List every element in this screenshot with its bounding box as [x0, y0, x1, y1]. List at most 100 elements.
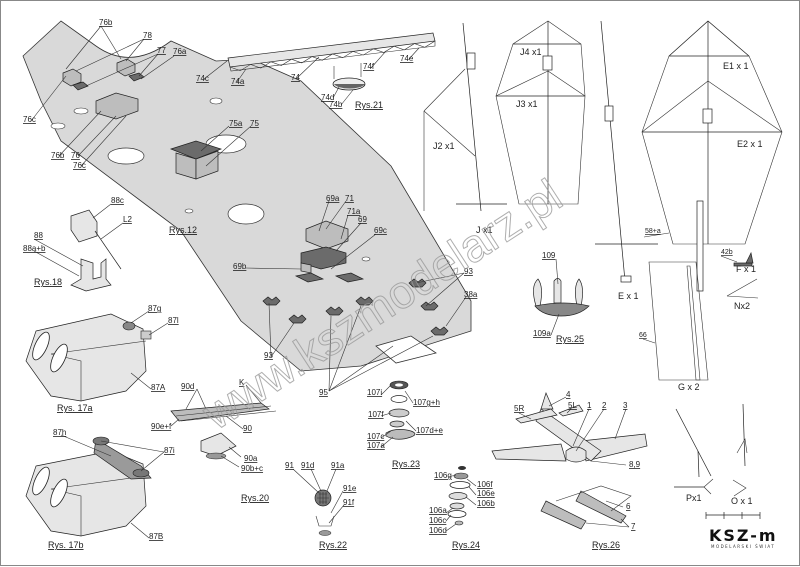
rys23-stack: 107i 107g+h 107f 107d+e 107c 107a Rys.23 — [367, 380, 443, 469]
label-69a: 69a — [326, 194, 340, 203]
sail-e1-e2: E1 x 1 E2 x 1 — [641, 20, 783, 292]
label-90e-f: 90e+f — [151, 422, 172, 431]
label-93-left: 93 — [264, 351, 273, 360]
floatplane-rys26: 4 5R 5L 1 2 3 8,9 6 7 Rys.26 — [491, 390, 648, 550]
label-88a-b: 88a+b — [23, 244, 46, 253]
label-74a-left: 74a — [231, 77, 245, 86]
label-74e: 74e — [400, 54, 414, 63]
bracket-rys18: 88c L2 88 88a+b Rys.18 — [23, 196, 132, 292]
label-4: 4 — [566, 390, 571, 399]
label-J3: J3 x1 — [516, 99, 538, 109]
label-107f: 107f — [368, 410, 384, 419]
label-107c: 107c — [367, 432, 384, 441]
turret-rys17b: 87h 87i 87B Rys. 17b — [25, 428, 175, 550]
label-E2: E2 x 1 — [737, 139, 763, 149]
label-L2: L2 — [123, 215, 132, 224]
label-71: 71 — [345, 194, 354, 203]
label-O: O x 1 — [731, 496, 753, 506]
label-69: 69 — [358, 215, 367, 224]
rys24-stack: 106g 106f 106e 106b 106a 106c 106d Rys.2… — [429, 466, 495, 550]
label-74f: 74f — [363, 62, 375, 71]
label-69c: 69c — [374, 226, 387, 235]
label-90d: 90d — [181, 382, 194, 391]
label-107g-h: 107g+h — [413, 398, 440, 407]
label-74b: 74b — [329, 100, 343, 109]
label-G: G x 2 — [678, 382, 700, 392]
label-75a: 75a — [229, 119, 243, 128]
label-76c-left: 76c — [23, 115, 36, 124]
label-66: 66 — [639, 332, 647, 339]
label-N: Nx2 — [734, 301, 750, 311]
label-95: 95 — [319, 388, 328, 397]
label-J2: J2 x1 — [433, 141, 455, 151]
label-75: 75 — [250, 119, 259, 128]
caption-rys26: Rys.26 — [592, 540, 620, 550]
girder-rys21: 74c 74a 74 74f 74e 74d 74b Rys.21 — [196, 32, 436, 110]
label-76a: 76a — [173, 47, 187, 56]
label-91f: 91f — [343, 498, 355, 507]
label-1: 1 — [587, 401, 592, 410]
label-76: 76 — [71, 151, 80, 160]
label-74: 74 — [291, 73, 300, 82]
label-E1: E1 x 1 — [723, 61, 749, 71]
label-106a: 106a — [429, 506, 447, 515]
label-87l: 87l — [168, 316, 179, 325]
deck-rys12 — [22, 20, 472, 372]
label-P: Px1 — [686, 493, 702, 503]
label-90a: 90a — [244, 454, 258, 463]
label-91e: 91e — [343, 484, 357, 493]
caption-rys17b: Rys. 17b — [48, 540, 84, 550]
label-90: 90 — [243, 424, 252, 433]
sail-j3-j4: J4 x1 J3 x1 — [495, 20, 586, 205]
rys12-labels: 76b 78 77 76a 76c 76b 76 76c 75a 75 Rys.… — [23, 18, 478, 397]
label-106b: 106b — [477, 499, 495, 508]
label-106f: 106f — [477, 480, 493, 489]
anchor-rys25: 109 109a Rys.25 — [533, 251, 590, 344]
label-58a: 58+a — [645, 228, 661, 235]
label-107a: 107a — [367, 441, 385, 450]
label-87B: 87B — [149, 532, 163, 541]
logo-title: KSZ-m — [709, 526, 778, 545]
label-J4: J4 x1 — [520, 47, 542, 57]
girder-truss — [229, 40, 436, 72]
label-2: 2 — [602, 401, 607, 410]
scale-bar — [705, 512, 761, 519]
label-78: 78 — [143, 31, 152, 40]
caption-rys25: Rys.25 — [556, 334, 584, 344]
label-109: 109 — [542, 251, 556, 260]
label-F: F x 1 — [736, 264, 756, 274]
label-7: 7 — [631, 522, 636, 531]
label-E: E x 1 — [618, 291, 639, 301]
label-3: 3 — [623, 401, 628, 410]
label-74d: 74d — [321, 93, 334, 102]
label-106g: 106g — [434, 471, 452, 480]
label-5R: 5R — [514, 404, 524, 413]
label-8-9: 8,9 — [629, 460, 641, 469]
caption-rys23: Rys.23 — [392, 459, 420, 469]
label-91a: 91a — [331, 461, 345, 470]
label-38a: 38a — [464, 290, 478, 299]
caption-rys22: Rys.22 — [319, 540, 347, 550]
label-K: K — [239, 378, 245, 387]
turret-rys17a: 87g 87l 87A Rys. 17a — [25, 304, 179, 413]
label-71a: 71a — [347, 207, 361, 216]
lamp-rys22: 91 91d 91a 91e 91f Rys.22 — [285, 461, 357, 550]
label-87h: 87h — [53, 428, 66, 437]
label-76b: 76b — [51, 151, 65, 160]
label-91d: 91d — [301, 461, 314, 470]
label-88: 88 — [34, 231, 43, 240]
logo-subtitle: MODELARSKI ŚWIAT — [711, 544, 775, 549]
label-93-right: 93 — [464, 267, 473, 276]
label-106c: 106c — [429, 516, 446, 525]
label-88c: 88c — [111, 196, 124, 205]
label-87i: 87i — [164, 446, 175, 455]
label-6: 6 — [626, 502, 631, 511]
label-74c: 74c — [196, 74, 209, 83]
label-106d: 106d — [429, 526, 447, 535]
caption-rys17a: Rys. 17a — [57, 403, 93, 413]
label-90b-c: 90b+c — [241, 464, 263, 473]
caption-rys12: Rys.12 — [169, 225, 197, 235]
caption-rys18: Rys.18 — [34, 277, 62, 287]
label-87A: 87A — [151, 383, 166, 392]
